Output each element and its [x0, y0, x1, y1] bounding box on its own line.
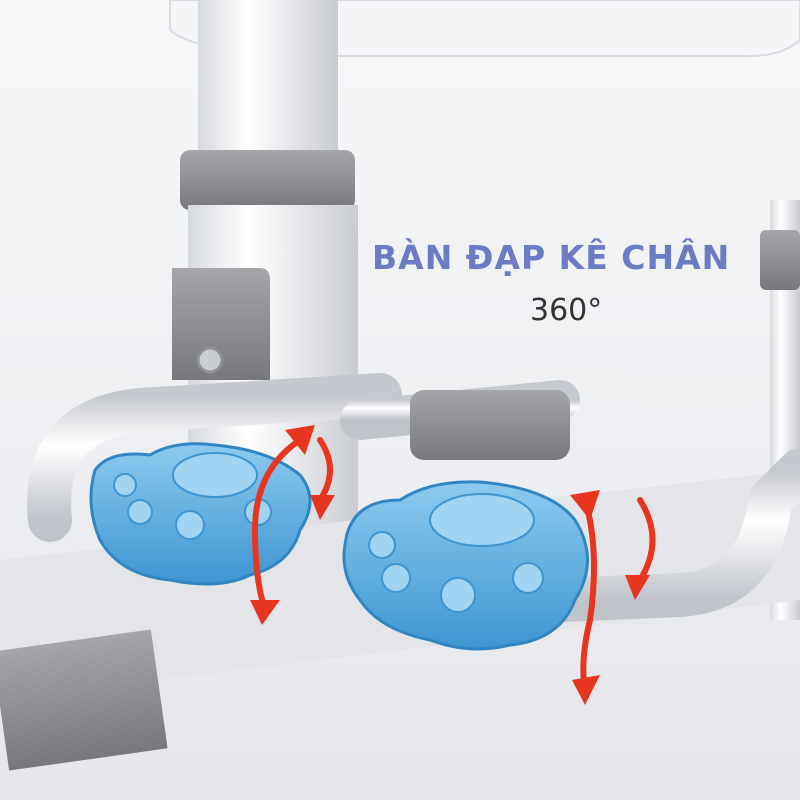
caption-block: BÀN ĐẠP KÊ CHÂN 360° [372, 238, 772, 328]
bolt-icon [196, 346, 224, 374]
caption-subtitle: 360° [530, 293, 603, 328]
rotation-arrow-icon [251, 437, 656, 693]
rotation-arrowheads [250, 425, 650, 705]
paw-pedal-icon [342, 480, 589, 651]
height-clamp [180, 150, 355, 210]
caption-title: BÀN ĐẠP KÊ CHÂN [372, 238, 731, 277]
